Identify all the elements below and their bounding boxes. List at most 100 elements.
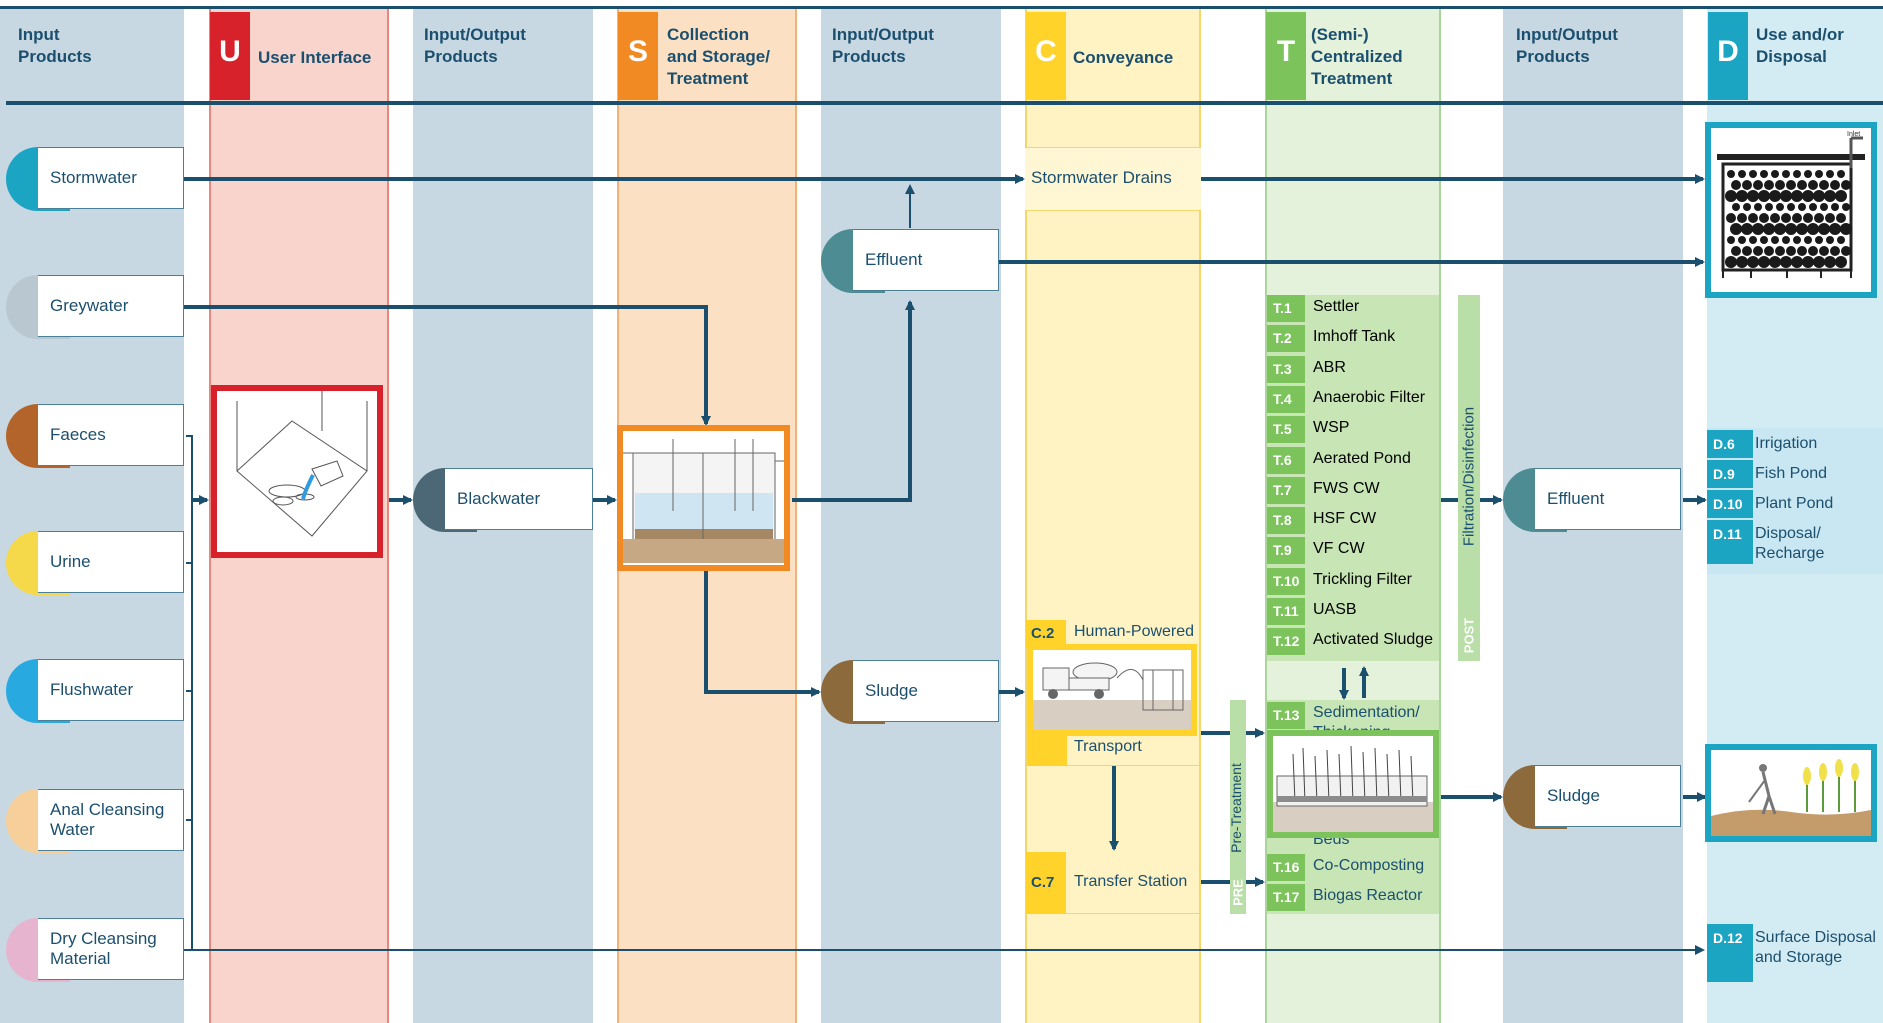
post-treatment-bar[interactable] [1458,295,1480,661]
input-anal-cleansing-water[interactable]: Anal Cleansing Water [6,789,184,853]
soak-pit-inlet-label: Inlet [1847,131,1860,138]
t17-label[interactable]: Biogas Reactor [1313,887,1423,904]
pebble [1769,256,1781,268]
badge-disposal: D [1708,12,1748,100]
pebble [1736,190,1748,202]
c7-code: C.7 [1026,852,1066,914]
pebble [1837,170,1845,178]
pebble [1758,256,1770,268]
treatment-code: T.4 [1267,385,1305,413]
d12-label[interactable]: Surface Disposal and Storage [1755,929,1876,966]
pebble [1781,213,1791,223]
pebble [1753,180,1763,190]
pebble [1836,213,1846,223]
drying-beds-image[interactable] [1267,730,1439,838]
disposal-name[interactable]: Fish Pond [1755,465,1828,482]
input-faeces-label: Faeces [38,404,184,466]
c7-label[interactable]: Transfer Station [1074,873,1188,890]
pebble [1829,223,1841,235]
pebble [1725,190,1737,202]
pebble [1808,246,1818,256]
disposal-name[interactable]: Disposal/ Recharge [1755,525,1825,562]
human-powered-transport-image[interactable] [1027,644,1197,736]
product-effluent-right[interactable]: Effluent [1503,468,1681,532]
input-flushwater[interactable]: Flushwater [6,659,184,723]
pebble [1760,170,1768,178]
pebble [1842,203,1850,211]
pebble [1758,190,1770,202]
pebble [1769,190,1781,202]
pebble [1815,170,1823,178]
treatment-code: T.8 [1267,507,1305,535]
pebble [1731,180,1741,190]
user-interface-image[interactable] [211,385,383,558]
pebble [1727,236,1735,244]
input-stormwater[interactable]: Stormwater [6,147,184,211]
badge-treatment: T [1266,12,1306,100]
t16-label[interactable]: Co-Composting [1313,857,1425,874]
top-rule [0,6,1883,9]
header-rule [6,101,1883,105]
treatment-name: Settler [1313,298,1360,315]
pebble [1763,223,1775,235]
pebble [1792,213,1802,223]
pebble [1764,246,1774,256]
pebble [1791,256,1803,268]
product-sludge-right[interactable]: Sludge [1503,765,1681,829]
product-effluent-top[interactable]: Effluent [821,229,999,293]
disposal-name[interactable]: Irrigation [1755,435,1818,452]
pebble [1803,213,1813,223]
input-greywater[interactable]: Greywater [6,275,184,339]
treatment-code: T.9 [1267,537,1305,565]
pre-treatment-bar[interactable] [1230,700,1246,914]
pre-code: PRE [1230,879,1246,906]
disposal-name[interactable]: Plant Pond [1755,495,1834,512]
input-dry-cleansing-material[interactable]: Dry Cleansing Material [6,918,184,982]
input-faeces[interactable]: Faeces [6,404,184,468]
pebble [1796,223,1808,235]
septic-tank-image[interactable] [617,425,790,571]
product-sludge-mid-label: Sludge [853,660,999,722]
pebble [1732,203,1740,211]
treatment-name: UASB [1313,601,1357,618]
soak-pit-image[interactable]: Inlet [1705,122,1877,298]
treatment-name: Imhoff Tank [1313,328,1396,346]
pebble [1797,180,1807,190]
badge-conveyance: C [1026,12,1066,100]
pebble [1725,256,1737,268]
product-sludge-mid[interactable]: Sludge [821,660,999,724]
t13-label[interactable]: Sedimentation/ [1313,704,1420,721]
t13-label-cut: Thickening [1313,724,1391,734]
c2-label: Human-Powered [1074,623,1195,640]
input-urine[interactable]: Urine [6,531,184,595]
input-anal-cleansing-label: Anal Cleansing Water [38,789,184,851]
transport-label: Transport [1074,738,1142,755]
badge-storage: S [618,12,658,100]
product-blackwater[interactable]: Blackwater [413,468,593,532]
pebble [1818,223,1830,235]
irrigation-image[interactable] [1705,744,1877,842]
input-dry-cleansing-label: Dry Cleansing Material [38,918,184,980]
stormwater-drains-box[interactable] [1025,147,1201,211]
pebble [1759,213,1769,223]
pebble [1730,223,1742,235]
pebble [1752,223,1764,235]
pebble [1775,180,1785,190]
pebble [1736,256,1748,268]
header-io-products-2: Input/Output Products [832,25,934,66]
pebble [1775,246,1785,256]
pebble [1771,236,1779,244]
pebble [1780,190,1792,202]
